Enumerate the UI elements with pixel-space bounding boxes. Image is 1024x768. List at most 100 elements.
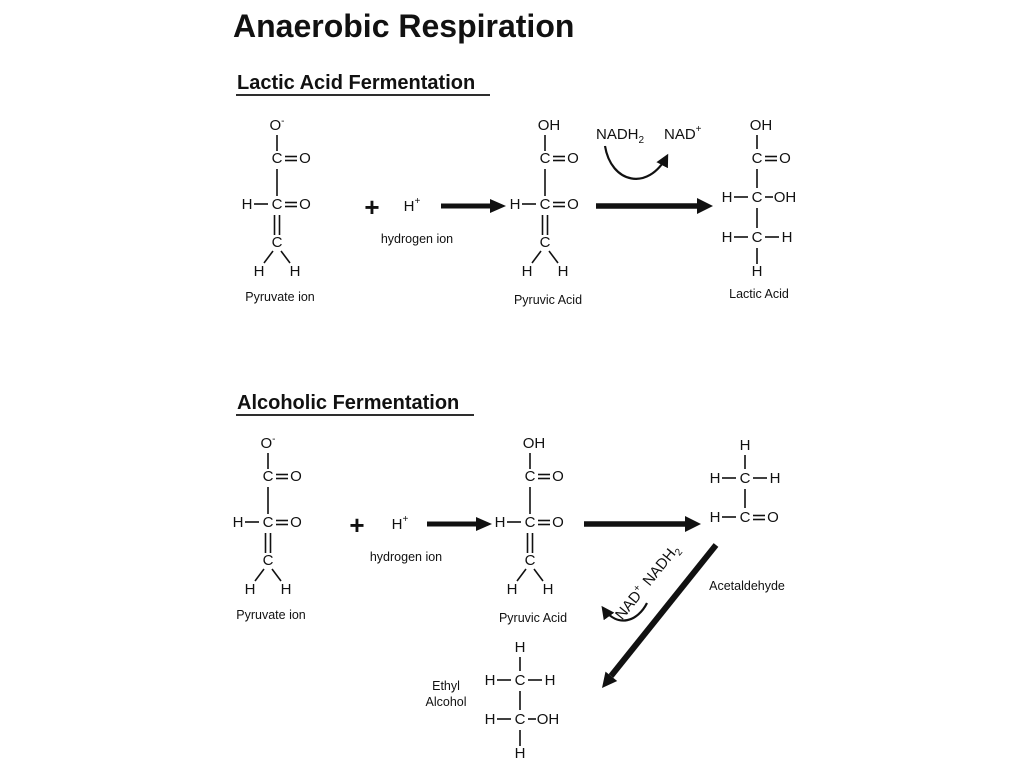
plus-operator: + (364, 192, 379, 222)
atom-h: H (722, 229, 733, 246)
page-title: Anaerobic Respiration (233, 8, 574, 44)
molecule-label-line2: Alcohol (426, 695, 467, 709)
molecule-pyruvic-acid-1: OH C O H C O C H H Pyruvic Acid (510, 117, 583, 307)
arrow-head (490, 199, 506, 213)
hydrogen-ion-caption: hydrogen ion (381, 232, 453, 246)
molecule-label: Acetaldehyde (709, 579, 785, 593)
atom-h: H (290, 263, 301, 280)
reaction-arrow-3 (427, 517, 492, 531)
atom-oh: OH (750, 117, 773, 134)
atom-h: H (558, 263, 569, 280)
atom-h: H (495, 514, 506, 531)
atom-c: C (263, 468, 274, 485)
atom-c: C (740, 509, 751, 526)
atom-h: H (515, 745, 526, 762)
reaction-arrow-1 (441, 199, 506, 213)
atom-o: O (552, 514, 564, 531)
atom-h: H (770, 470, 781, 487)
atom-o: O (779, 150, 791, 167)
hydrogen-ion-caption: hydrogen ion (370, 550, 442, 564)
atom-c: C (752, 229, 763, 246)
atom-c: C (263, 514, 274, 531)
plus-operator: + (349, 510, 364, 540)
molecule-label: Lactic Acid (729, 287, 789, 301)
atom-c: C (272, 234, 283, 251)
atom-o: O (567, 150, 579, 167)
nad-label: NAD+ (664, 124, 702, 143)
atom-o: O (567, 196, 579, 213)
bond (531, 250, 542, 264)
arrow-head (476, 517, 492, 531)
atom-h: H (545, 672, 556, 689)
bond (271, 568, 282, 582)
cofactor-curved-arrow (603, 145, 669, 180)
atom-o: O (290, 514, 302, 531)
molecule-lactic-acid: OH C O H C OH H C H H Lactic Acid (722, 117, 797, 301)
atom-c: C (525, 552, 536, 569)
atom-h: H (245, 581, 256, 598)
atom-o: O (767, 509, 779, 526)
nadh2-label: NADH2 (596, 126, 645, 146)
molecule-label: Pyruvic Acid (499, 611, 567, 625)
atom-c: C (272, 196, 283, 213)
molecule-acetaldehyde: H H C H H C O Acetaldehyde (709, 437, 785, 593)
hydrogen-ion: H+ (392, 514, 409, 533)
atom-c: C (540, 234, 551, 251)
molecule-pyruvate-ion-2: O- C O H C O C H H Pyruvate ion (233, 434, 306, 622)
atom-h: H (722, 189, 733, 206)
atom-h: H (710, 470, 721, 487)
reaction-arrow-4 (584, 516, 701, 532)
atom-h: H (510, 196, 521, 213)
atom-c: C (272, 150, 283, 167)
atom-h: H (233, 514, 244, 531)
hydrogen-ion: H+ (404, 196, 421, 215)
molecule-label-line1: Ethyl (432, 679, 460, 693)
atom-oh: OH (774, 189, 797, 206)
atom-o-minus: O- (260, 434, 275, 452)
atom-o: O (552, 468, 564, 485)
atom-o: O (299, 150, 311, 167)
atom-c: C (540, 150, 551, 167)
bond (548, 250, 559, 264)
atom-h: H (254, 263, 265, 280)
arrow-head (697, 198, 713, 214)
atom-h: H (710, 509, 721, 526)
atom-h: H (281, 581, 292, 598)
atom-h: H (485, 672, 496, 689)
atom-c: C (740, 470, 751, 487)
atom-o-minus: O- (269, 116, 284, 134)
molecule-label: Pyruvate ion (236, 608, 306, 622)
atom-h: H (522, 263, 533, 280)
molecule-ethyl-alcohol: H H C H H C OH H Ethyl Alcohol (426, 639, 560, 762)
bond (254, 568, 265, 582)
heading-alcoholic-fermentation: Alcoholic Fermentation (237, 392, 459, 414)
bond (516, 568, 527, 582)
cofactor-curved-arrow-2 (601, 602, 648, 622)
molecule-pyruvate-ion-1: O- C O H C O C H H Pyruvate ion (242, 116, 315, 304)
atom-h: H (242, 196, 253, 213)
bond (533, 568, 544, 582)
atom-h: H (507, 581, 518, 598)
diagonal-arrow (602, 543, 719, 688)
nad-nadh-rotated-label: NAD+NADH2 (611, 540, 685, 625)
atom-c: C (540, 196, 551, 213)
arrow-head (685, 516, 701, 532)
atom-oh: OH (538, 117, 561, 134)
molecule-label: Pyruvate ion (245, 290, 315, 304)
atom-c: C (515, 711, 526, 728)
atom-c: C (525, 468, 536, 485)
atom-h: H (543, 581, 554, 598)
atom-oh: OH (537, 711, 560, 728)
arrow-shaft (608, 543, 719, 678)
atom-o: O (299, 196, 311, 213)
atom-h: H (485, 711, 496, 728)
bond (263, 250, 274, 264)
molecule-label: Pyruvic Acid (514, 293, 582, 307)
heading-lactic-acid-fermentation: Lactic Acid Fermentation (237, 72, 475, 94)
atom-c: C (525, 514, 536, 531)
molecule-pyruvic-acid-2: OH C O H C O C H H Pyruvic Acid (495, 435, 568, 625)
atom-h: H (782, 229, 793, 246)
atom-c: C (515, 672, 526, 689)
reaction-arrow-2 (596, 198, 713, 214)
